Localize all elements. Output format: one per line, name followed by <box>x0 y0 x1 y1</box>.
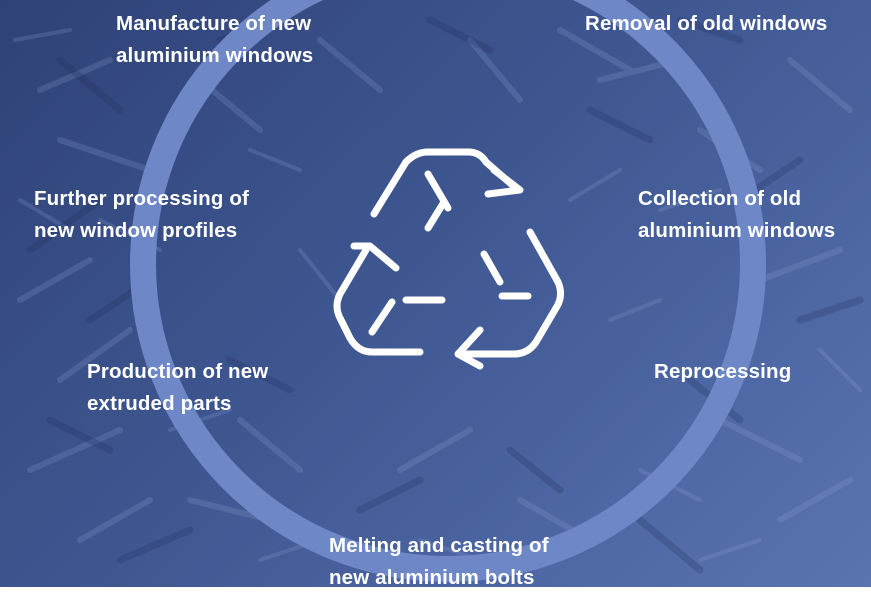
step-reprocessing: Reprocessing <box>654 356 791 388</box>
recycle-icon <box>333 148 565 370</box>
step-label-line: aluminium windows <box>116 44 314 67</box>
step-melting-and-casting: Melting and casting of new aluminium bol… <box>329 530 549 594</box>
step-label-line: Reprocessing <box>654 360 792 383</box>
step-collection-of-old-windows: Collection of old aluminium windows <box>638 183 835 247</box>
step-label-line: aluminium windows <box>638 219 836 242</box>
step-label-line: Further processing of <box>34 187 250 210</box>
step-label-line: extruded parts <box>87 392 232 415</box>
step-label-line: new aluminium bolts <box>329 566 535 589</box>
step-label-line: Removal of old windows <box>585 12 828 35</box>
step-label-line: Production of new <box>87 360 269 383</box>
step-label-line: new window profiles <box>34 219 238 242</box>
step-label-line: Collection of old <box>638 187 802 210</box>
step-manufacture-of-new-windows: Manufacture of new aluminium windows <box>116 8 313 72</box>
step-removal-of-old-windows: Removal of old windows <box>585 8 827 40</box>
step-production-of-extruded-parts: Production of new extruded parts <box>87 356 268 420</box>
step-label-line: Melting and casting of <box>329 534 549 557</box>
step-further-processing: Further processing of new window profile… <box>34 183 249 247</box>
step-label-line: Manufacture of new <box>116 12 312 35</box>
